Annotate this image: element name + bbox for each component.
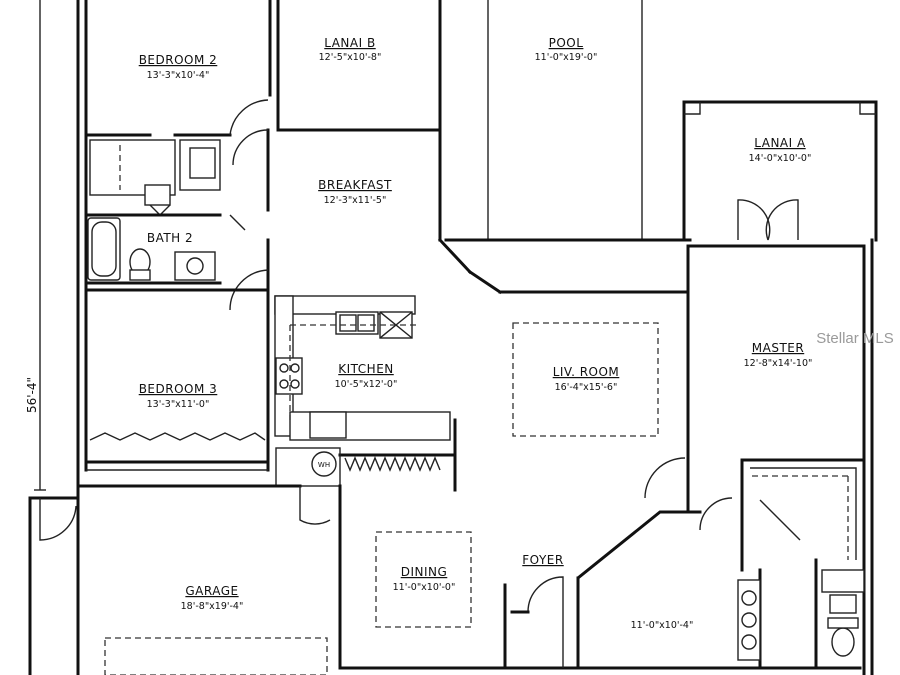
kitchen-label: KITCHEN [338,362,394,376]
breakfast: BREAKFAST 12'-3"x11'-5" [318,178,690,295]
study: 11'-0"x10'-4" [576,510,762,670]
dining-room: DINING 11'-0"x10'-0" [375,531,472,628]
living-room: LIV. ROOM 16'-4"x15'-6" [512,322,659,437]
overall-dimension-line: 56'-4" [25,0,46,491]
bedroom-2-label: BEDROOM 2 [139,53,218,67]
kitchen-sink [335,311,379,335]
water-heater-label: WH [318,461,330,469]
foyer: FOYER [503,553,564,670]
master-bedroom: MASTER 12'-8"x14'-10" [644,244,866,514]
living-room-dims: 16'-4"x15'-6" [555,382,618,393]
bedroom-3-dims: 13'-3"x11'-0" [147,399,210,410]
study-cabinet [737,579,761,661]
lanai-a-dims: 14'-0"x10'-0" [749,153,812,164]
bedroom-2-dims: 13'-3"x10'-4" [147,70,210,81]
kitchen-dims: 10'-5"x12'-0" [335,379,398,390]
master-bath [814,558,865,670]
bar-counter [338,418,457,492]
dining-label: DINING [401,565,448,579]
dining-dims: 11'-0"x10'-0" [393,582,456,593]
overall-dimension-label: 56'-4" [25,377,39,413]
sink [174,251,216,281]
lanai-b-label: LANAI B [324,36,375,50]
garage: GARAGE 18'-8"x19'-4" [39,484,342,675]
pool-dims: 11'-0"x19'-0" [535,52,598,63]
study-dims: 11'-0"x10'-4" [631,620,694,631]
hall [229,128,270,472]
bedroom-3-label: BEDROOM 3 [139,382,218,396]
kitchen-counter-top [274,295,416,315]
master-closet [699,458,866,572]
bedroom-3: BEDROOM 3 13'-3"x11'-0" [84,288,270,471]
bedroom-2: BEDROOM 2 13'-3"x10'-4" [84,0,272,137]
refrigerator [309,411,347,439]
breakfast-label: BREAKFAST [318,178,392,192]
bath-2-label: BATH 2 [147,231,193,245]
closet-bedroom-2 [89,139,221,216]
garage-dims: 18'-8"x19'-4" [181,601,244,612]
garage-door [104,637,328,675]
garage-label: GARAGE [185,584,238,598]
living-room-label: LIV. ROOM [553,365,620,379]
lanai-a-label: LANAI A [754,136,806,150]
master-toilet [831,627,855,657]
master-label: MASTER [752,341,804,355]
pool-label: POOL [549,36,584,50]
lanai-a: LANAI A 14'-0"x10'-0" [682,100,878,242]
exterior-walls [28,0,874,675]
lanai-b: LANAI B 12'-5"x10'-8" [276,0,442,242]
water-heater-icon [311,451,337,477]
lanai-b-dims: 12'-5"x10'-8" [319,52,382,63]
breakfast-dims: 12'-3"x11'-5" [324,195,387,206]
kitchen: KITCHEN 10'-5"x12'-0" [274,295,451,441]
laundry: WH [275,447,341,487]
bathtub [87,217,121,281]
cooktop [275,357,303,395]
pool: POOL 11'-0"x19'-0" [444,0,692,242]
master-dims: 12'-8"x14'-10" [744,358,813,369]
watermark: Stellar MLS [816,330,894,347]
foyer-label: FOYER [522,553,563,567]
bath-2: BATH 2 [84,213,222,285]
